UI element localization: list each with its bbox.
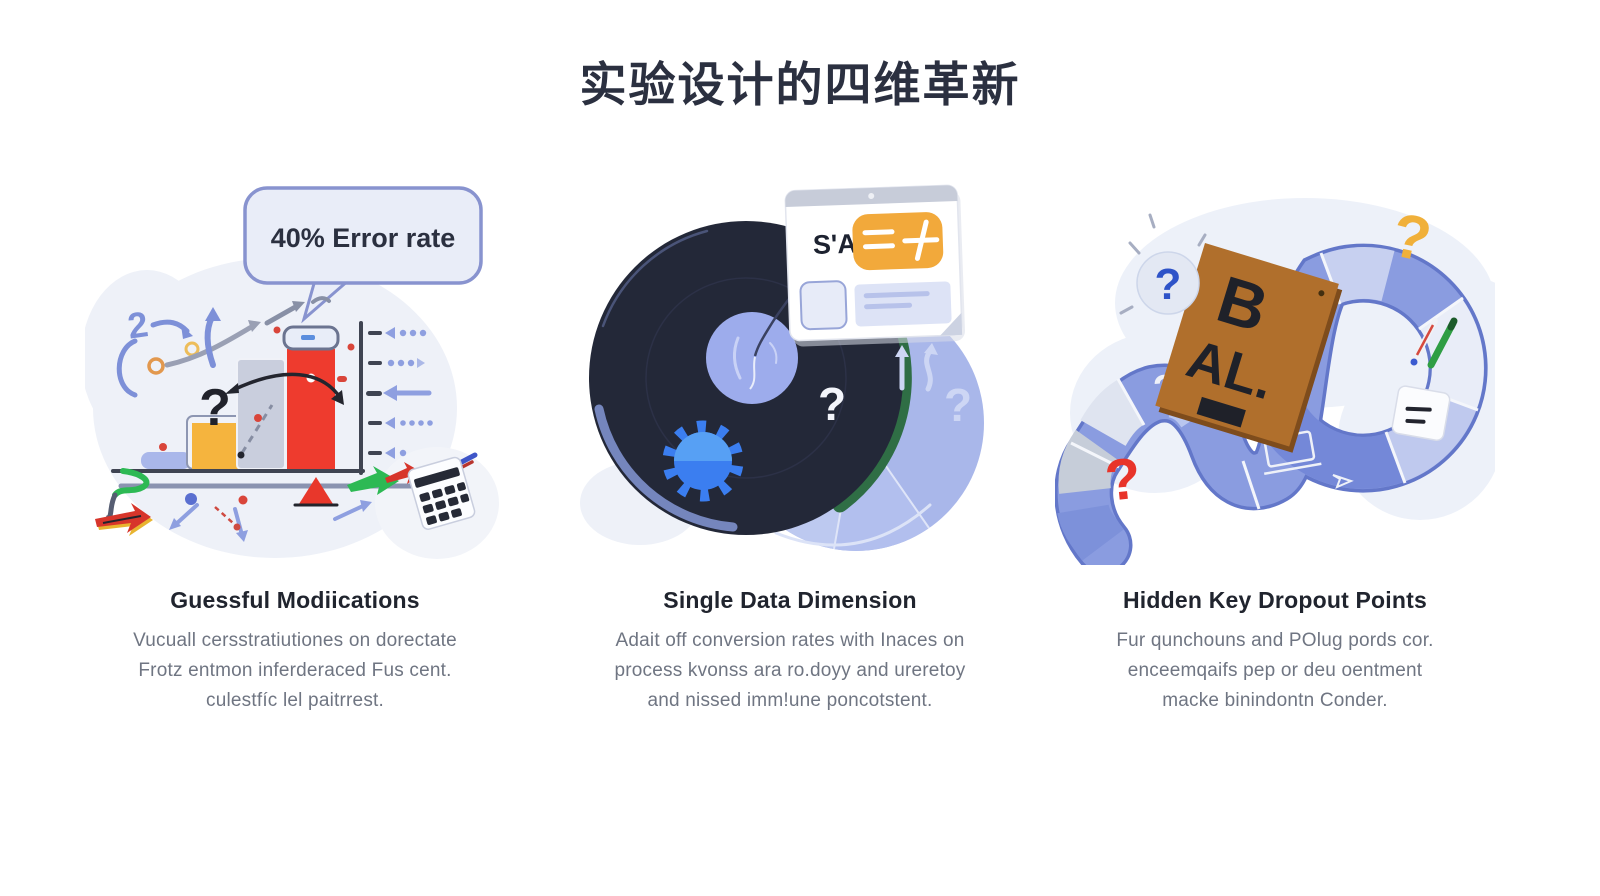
route-icon	[899, 348, 933, 392]
page-title: 实验设计的四维革新	[579, 58, 1021, 111]
bar-red	[287, 349, 335, 469]
black-trend-arrow	[225, 372, 344, 459]
green-arrow	[347, 466, 399, 495]
report-card: S'A	[784, 184, 965, 347]
question-mark: ?	[199, 379, 231, 437]
scatter-dots-arrows	[169, 493, 372, 542]
disc-question-mark: ?	[818, 378, 846, 430]
bar-yellow	[192, 423, 238, 469]
speech-bubble: 40% Error rate	[243, 186, 483, 324]
feature-columns: 40% Error rate 2	[0, 173, 1600, 833]
feature-description: Adait off conversion rates with Inaces o…	[565, 626, 1015, 716]
pie-disc-illustration: ? ? S'A	[580, 184, 984, 551]
blue-question-mark: ?	[1155, 260, 1182, 309]
note-icon	[1391, 385, 1451, 441]
feature-description-line: culestfíc lel paitrrest.	[206, 690, 384, 711]
bar-chart-illustration: 40% Error rate 2	[85, 186, 499, 559]
feature-description: Vucuall cersstratiutiones on dorectate F…	[70, 626, 520, 716]
bar-chart	[111, 321, 365, 475]
hint-circle: ?	[1119, 213, 1207, 315]
feature-description-line: Vucuall cersstratiutiones on dorectate	[133, 630, 457, 651]
pen-icons	[1410, 317, 1458, 369]
feature-description-line: and nissed imm!une poncotstent.	[647, 690, 933, 711]
card-thumbnail	[799, 280, 848, 331]
calculator-icon	[407, 452, 478, 530]
wooden-board: B AL.	[1155, 243, 1343, 453]
axis-tick-rows	[366, 327, 433, 459]
feature-description: Fur qunchouns and POlug pords cor. encee…	[1050, 626, 1500, 716]
feature-heading: Single Data Dimension	[663, 587, 917, 613]
scribble-arrows: 2	[116, 296, 331, 451]
bar-blue	[141, 452, 191, 469]
feature-column-hidden-key-dropout-points: ?	[1050, 173, 1500, 716]
feature-column-guessful-modifications: 40% Error rate 2	[70, 173, 520, 716]
pie-question-mark: ?	[944, 379, 972, 431]
green-squiggle	[112, 468, 150, 498]
red-question-mark: ?	[1102, 445, 1144, 513]
question-path-illustration: ?	[1055, 198, 1495, 565]
feature-description-line: process kvonss ara ro.doyy and ureretoy	[614, 660, 966, 681]
feature-description-line: Fur qunchouns and POlug pords cor.	[1116, 630, 1434, 651]
speech-bubble-text: 40% Error rate	[271, 223, 456, 253]
disc-hole	[706, 312, 798, 404]
feature-heading: Guessful Modiications	[170, 587, 420, 613]
feature-column-single-data-dimension: ? ? S'A	[565, 173, 1015, 716]
card-label: S'A	[812, 229, 857, 261]
feature-description-line: enceemqaifs pep or deu oentment	[1127, 660, 1423, 681]
feature-description-line: macke binindontn Conder.	[1162, 690, 1388, 711]
feature-description-line: Frotz entmon inferderaced Fus cent.	[138, 660, 452, 681]
underline-and-arrows	[95, 462, 444, 536]
feature-description-line: Adait off conversion rates with Inaces o…	[615, 630, 965, 651]
feature-heading: Hidden Key Dropout Points	[1123, 587, 1427, 613]
plane-outline-icon	[1332, 474, 1354, 489]
infographic-page: 实验设计的四维革新 40% Error rate 2	[0, 46, 1600, 896]
